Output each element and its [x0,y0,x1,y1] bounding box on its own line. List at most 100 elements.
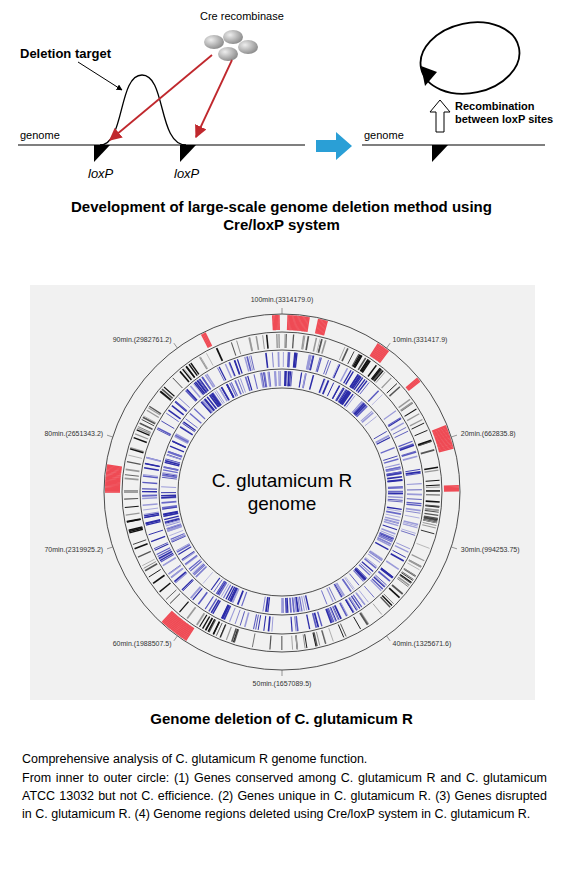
conserved-gene-tick [172,441,186,447]
cre-arrow [196,60,232,137]
disrupted-gene-tick [384,594,394,604]
conserved-gene-tick [183,422,195,431]
conserved-gene-tick [342,392,351,404]
conserved-gene-tick [269,372,271,387]
unique-gene-tick [182,579,193,589]
unique-gene-tick [346,599,354,612]
unique-gene-tick [283,352,284,367]
conserved-gene-tick [332,386,339,399]
unique-gene-tick [335,605,341,619]
unique-gene-tick [266,353,268,368]
conserved-gene-tick [165,519,180,523]
unique-gene-tick [288,352,291,367]
unique-gene-tick [291,617,292,632]
conserved-gene-tick [227,384,234,397]
disrupted-gene-tick [407,414,419,421]
disrupted-gene-tick [392,585,403,594]
caption: Genome deletion of C. glutamicum R [30,710,533,728]
unique-gene-tick [268,616,269,631]
conserved-gene-tick [381,448,395,453]
deleted-region [290,315,292,330]
conserved-gene-tick [240,378,245,392]
ring-outline [104,314,460,670]
disrupted-gene-tick [205,618,212,630]
conserved-gene-tick [378,537,392,543]
unique-gene-tick [158,428,171,435]
unique-gene-tick [142,488,157,489]
unique-gene-tick [403,522,418,526]
conserved-gene-tick [303,373,306,388]
heading: Development of large-scale genome deleti… [40,198,523,234]
unique-gene-tick [222,605,228,619]
unique-gene-tick [407,502,422,503]
leader-line [282,308,283,314]
conserved-gene-tick [213,393,222,405]
conserved-gene-tick [278,371,280,386]
leader-line [387,636,391,641]
conserved-gene-tick [359,565,370,575]
disrupted-gene-tick [303,634,305,648]
unique-gene-tick [328,608,334,622]
disrupted-gene-tick [126,513,140,515]
disrupted-gene-tick [425,505,439,506]
unique-gene-tick [161,555,174,563]
conserved-gene-tick [235,380,241,394]
deleted-region [444,490,459,492]
conserved-gene-tick [201,402,211,413]
disrupted-gene-tick [293,334,294,348]
conserved-gene-tick [182,423,194,432]
disrupted-gene-tick [125,506,139,507]
disrupted-gene-tick [382,378,392,388]
conserved-gene-tick [362,413,373,423]
leader-line [107,547,113,549]
conserved-gene-tick [386,467,401,470]
unique-gene-tick [403,456,418,460]
deleted-region [307,317,309,332]
position-label: 90min.(2982761.2) [113,336,172,344]
disrupted-gene-tick [263,335,265,349]
unique-gene-tick [245,612,249,626]
disrupted-gene-tick [160,392,171,401]
disrupted-gene-tick [213,622,219,635]
unique-gene-tick [391,423,404,430]
disrupted-gene-tick [233,629,237,642]
disrupted-gene-tick [409,560,421,567]
conserved-gene-tick [303,373,306,388]
conserved-gene-tick [304,596,307,611]
conserved-gene-tick [190,561,201,571]
description: Comprehensive analysis of C. glutamicum … [22,750,547,768]
unique-gene-tick [381,568,393,577]
conserved-gene-tick [281,598,282,613]
disrupted-gene-tick [410,420,422,426]
conserved-gene-tick [182,552,194,561]
deleted-region [204,333,211,346]
disrupted-gene-tick [124,492,138,493]
step-arrow [316,132,352,160]
disrupted-gene-tick [267,335,268,349]
unique-gene-tick [398,441,412,446]
disrupted-gene-tick [208,619,215,631]
deleted-region [444,489,459,491]
disrupted-gene-tick [179,602,188,613]
disrupted-gene-tick [340,624,346,637]
disrupted-gene-tick [180,371,189,382]
unique-gene-tick [258,615,261,630]
unique-gene-tick [295,353,297,368]
disrupted-gene-tick [285,334,286,348]
unique-gene-tick [406,472,421,474]
deleted-region [105,483,120,485]
unique-gene-tick [154,543,168,549]
unique-gene-tick [145,464,160,467]
disrupted-gene-tick [372,369,381,380]
unique-gene-tick [183,580,194,591]
conserved-gene-tick [163,512,178,515]
conserved-gene-tick [204,399,214,411]
conserved-gene-tick [170,446,184,452]
unique-gene-tick [326,361,331,375]
genome-line [362,144,545,145]
unique-gene-tick [240,611,244,625]
cre-proteins [204,30,258,61]
unique-gene-tick [264,616,266,631]
disrupted-gene-tick [407,563,419,570]
unique-gene-tick [406,511,421,513]
